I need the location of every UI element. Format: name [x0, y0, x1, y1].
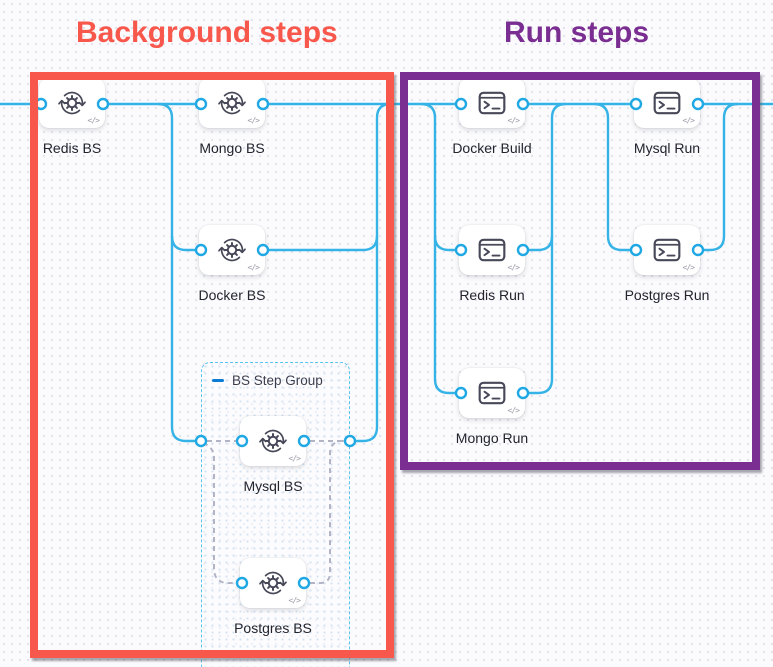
connector	[433, 235, 459, 252]
code-icon: </>	[288, 596, 301, 605]
step-label-docker-build: Docker Build	[452, 140, 532, 156]
port[interactable]	[235, 434, 249, 448]
port[interactable]	[96, 97, 110, 111]
step-node-docker-build[interactable]: </>	[459, 78, 525, 128]
connector-dashed	[202, 442, 236, 584]
code-icon: </>	[247, 263, 260, 272]
connector	[170, 235, 199, 252]
code-icon: </>	[288, 454, 301, 463]
port[interactable]	[256, 97, 270, 111]
code-icon: </>	[87, 116, 100, 125]
step-group-header: BS Step Group	[212, 373, 323, 388]
port[interactable]	[194, 97, 208, 111]
port[interactable]	[194, 434, 208, 448]
port[interactable]	[194, 243, 208, 257]
connector	[350, 102, 392, 443]
connector	[157, 102, 196, 443]
port[interactable]	[454, 97, 468, 111]
step-node-mongo-bs[interactable]: </>	[199, 78, 265, 128]
step-node-postgres-bs[interactable]: </>	[240, 558, 306, 608]
step-label-mongo-run: Mongo Run	[455, 430, 529, 446]
step-node-docker-bs[interactable]: </>	[199, 225, 265, 275]
step-group-box[interactable]	[201, 362, 350, 667]
connector	[593, 102, 634, 252]
port[interactable]	[343, 434, 357, 448]
port[interactable]	[691, 243, 705, 257]
step-label-docker-bs: Docker BS	[198, 287, 266, 303]
code-icon: </>	[507, 116, 520, 125]
port[interactable]	[235, 576, 249, 590]
step-label-postgres-bs: Postgres BS	[234, 620, 312, 636]
connector	[525, 102, 567, 395]
step-label-mysql-run: Mysql Run	[633, 140, 701, 156]
code-icon: </>	[247, 116, 260, 125]
port[interactable]	[691, 97, 705, 111]
port[interactable]	[297, 434, 311, 448]
port[interactable]	[34, 97, 48, 111]
port[interactable]	[454, 243, 468, 257]
step-node-mongo-run[interactable]: </>	[459, 368, 525, 418]
step-node-redis-bs[interactable]: </>	[39, 78, 105, 128]
port[interactable]	[629, 243, 643, 257]
collapse-minus-icon[interactable]	[212, 379, 224, 382]
code-icon: </>	[682, 116, 695, 125]
connector	[420, 102, 459, 395]
code-icon: </>	[682, 263, 695, 272]
port[interactable]	[297, 576, 311, 590]
step-label-postgres-run: Postgres Run	[624, 287, 710, 303]
step-label-redis-bs: Redis BS	[42, 140, 102, 156]
port[interactable]	[516, 97, 530, 111]
port[interactable]	[516, 243, 530, 257]
step-node-mysql-run[interactable]: </>	[634, 78, 700, 128]
connector	[700, 102, 739, 252]
port[interactable]	[454, 386, 468, 400]
code-icon: </>	[507, 406, 520, 415]
step-node-mysql-bs[interactable]: </>	[240, 416, 306, 466]
background-steps-title: Background steps	[76, 16, 338, 49]
port[interactable]	[516, 386, 530, 400]
port[interactable]	[629, 97, 643, 111]
step-node-redis-run[interactable]: </>	[459, 225, 525, 275]
step-node-postgres-run[interactable]: </>	[634, 225, 700, 275]
run-steps-title: Run steps	[504, 16, 650, 49]
step-label-mysql-bs: Mysql BS	[243, 478, 303, 494]
port[interactable]	[256, 243, 270, 257]
step-label-redis-run: Redis Run	[459, 287, 525, 303]
step-label-mongo-bs: Mongo BS	[199, 140, 265, 156]
code-icon: </>	[507, 263, 520, 272]
step-group-label: BS Step Group	[232, 373, 323, 388]
